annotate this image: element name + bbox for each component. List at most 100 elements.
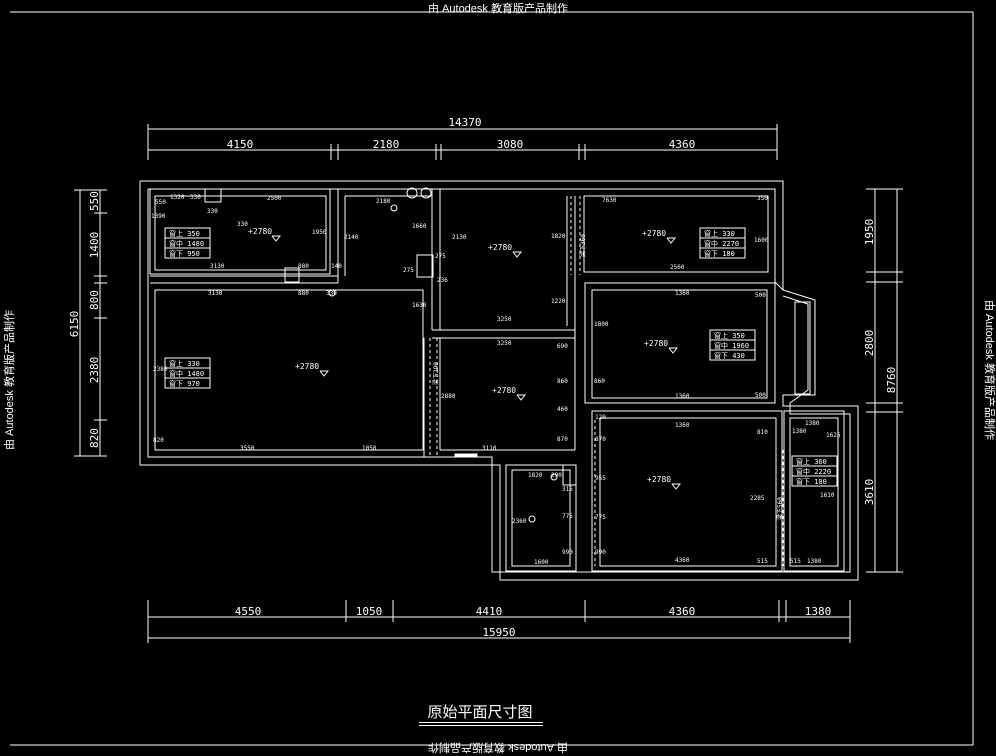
room-dim: 330 [207,208,218,215]
height-mark-symbols [271,235,682,490]
room-dim: 870 [595,436,606,443]
room-dim: 3550 [240,445,255,452]
table-row: 窗下 430 [714,351,745,360]
room-dim: 810 [757,429,768,436]
room-dim: 4360 [675,557,690,564]
room-dim: 3110 [482,445,497,452]
room-dim: 880 [298,263,309,270]
beam-label: 梁下560 [776,497,784,520]
bottom-dim-2: 1050 [356,605,383,618]
room-dim: 350 [757,195,768,202]
room-dim: 2140 [344,234,359,241]
room-dim: 990 [595,549,606,556]
walls [139,180,859,581]
dimension-lines [74,124,903,643]
room-dim: 3130 [208,290,223,297]
top-total-dim: 14370 [448,116,481,129]
room-dim: 1380 [807,558,822,565]
table-row: 窗下 970 [169,379,200,388]
top-dim-3: 3080 [497,138,524,151]
room-dim: 500 [755,392,766,399]
room-dim: 550 [155,199,166,206]
room-dim: 1950 [312,229,327,236]
left-dim-4: 2380 [88,357,101,384]
table-row: 窗上 330 [704,229,735,238]
table-row: 窗下 950 [169,249,200,258]
room-dim: 1360 [675,290,690,297]
room-dim: 1600 [534,559,549,566]
room-dim: 1625 [826,432,841,439]
room-dim: 330 [190,194,201,201]
beam-label: 梁下290 [432,362,440,385]
room-dim: 775 [595,514,606,521]
table-row: 窗中 2270 [704,239,739,248]
room-dim: 236 [437,277,448,284]
right-dim-2: 2800 [863,330,876,357]
room-dim: 1360 [675,393,690,400]
room-dim: 1220 [551,298,566,305]
room-dim: 2380 [153,366,168,373]
bottom-dim-4: 4360 [669,605,696,618]
room-dim: 275 [403,267,414,274]
room-dim: 515 [790,558,801,565]
watermark-left: 由 Autodesk 教育版产品制作 [4,310,16,450]
title-underline [419,722,543,723]
watermark-right: 由 Autodesk 教育版产品制作 [983,300,995,440]
table-row: 窗下 180 [704,249,735,258]
room-dim: 860 [557,378,568,385]
door-marks [204,188,577,486]
room-dim: 3130 [210,263,225,270]
watermark-top: 由 Autodesk 教育版产品制作 [428,3,568,15]
room-dim: 1600 [754,237,769,244]
height-mark: +2780 [492,386,516,395]
room-dim: 275 [435,253,446,260]
height-marks: +2780 +2780 +2780 +2780 +2780 +2780 +278… [248,227,671,484]
room-dim: 1390 [151,213,166,220]
table-row: 窗上 350 [169,229,200,238]
top-dim-1: 4150 [227,138,254,151]
table-row: 窗上 350 [714,331,745,340]
room-dim: 1630 [412,302,427,309]
top-dim-2: 2180 [373,138,400,151]
bottom-dim-3: 4410 [476,605,503,618]
height-mark: +2780 [248,227,272,236]
room-dim: 1360 [675,422,690,429]
left-total-dim: 6150 [68,311,81,338]
room-dim: 2360 [512,518,527,525]
table-row: 窗上 360 [796,457,827,466]
height-mark: +2780 [644,339,668,348]
room-dim: 1380 [805,420,820,427]
room-dim: 1660 [412,223,427,230]
room-dim: 955 [595,475,606,482]
room-dim: 860 [594,378,605,385]
drawing-title: 原始平面尺寸图 [427,703,533,721]
dimension-text-vertical: 6150 550 1400 800 2380 820 1950 2800 361… [68,191,898,505]
height-mark: +2780 [295,362,319,371]
room-dim: 315 [562,486,573,493]
height-mark: +2780 [642,229,666,238]
room-dim: 2560 [670,264,685,271]
window-tables [164,227,838,487]
table-row: 窗中 1960 [714,341,749,350]
bottom-total-dim: 15950 [482,626,515,639]
room-dim: 290 [551,472,562,479]
room-dim: 460 [557,406,568,413]
title-underline-2 [419,725,543,726]
room-dim: 120 [595,414,606,421]
left-dim-2: 1400 [88,232,101,259]
left-dim-3: 800 [88,290,101,310]
beam-lines [429,196,784,566]
room-dim: 2180 [376,198,391,205]
dimension-text: 14370 4150 2180 3080 4360 4550 1050 4410… [227,116,832,639]
room-dim: 1820 [528,472,543,479]
bottom-dim-1: 4550 [235,605,262,618]
room-dim: 870 [557,436,568,443]
beam-labels: 梁下290 梁下360 梁下560 [432,234,784,520]
right-dim-3: 3610 [863,479,876,506]
window-table-text: 窗上 350 窗中 1480 窗下 950 窗上 330 窗中 1480 窗下 … [169,229,831,486]
room-dim: 330 [237,221,248,228]
left-dim-5: 820 [88,428,101,448]
room-dim: 820 [153,437,164,444]
room-dim: 3250 [497,316,512,323]
room-dim: 1820 [551,233,566,240]
